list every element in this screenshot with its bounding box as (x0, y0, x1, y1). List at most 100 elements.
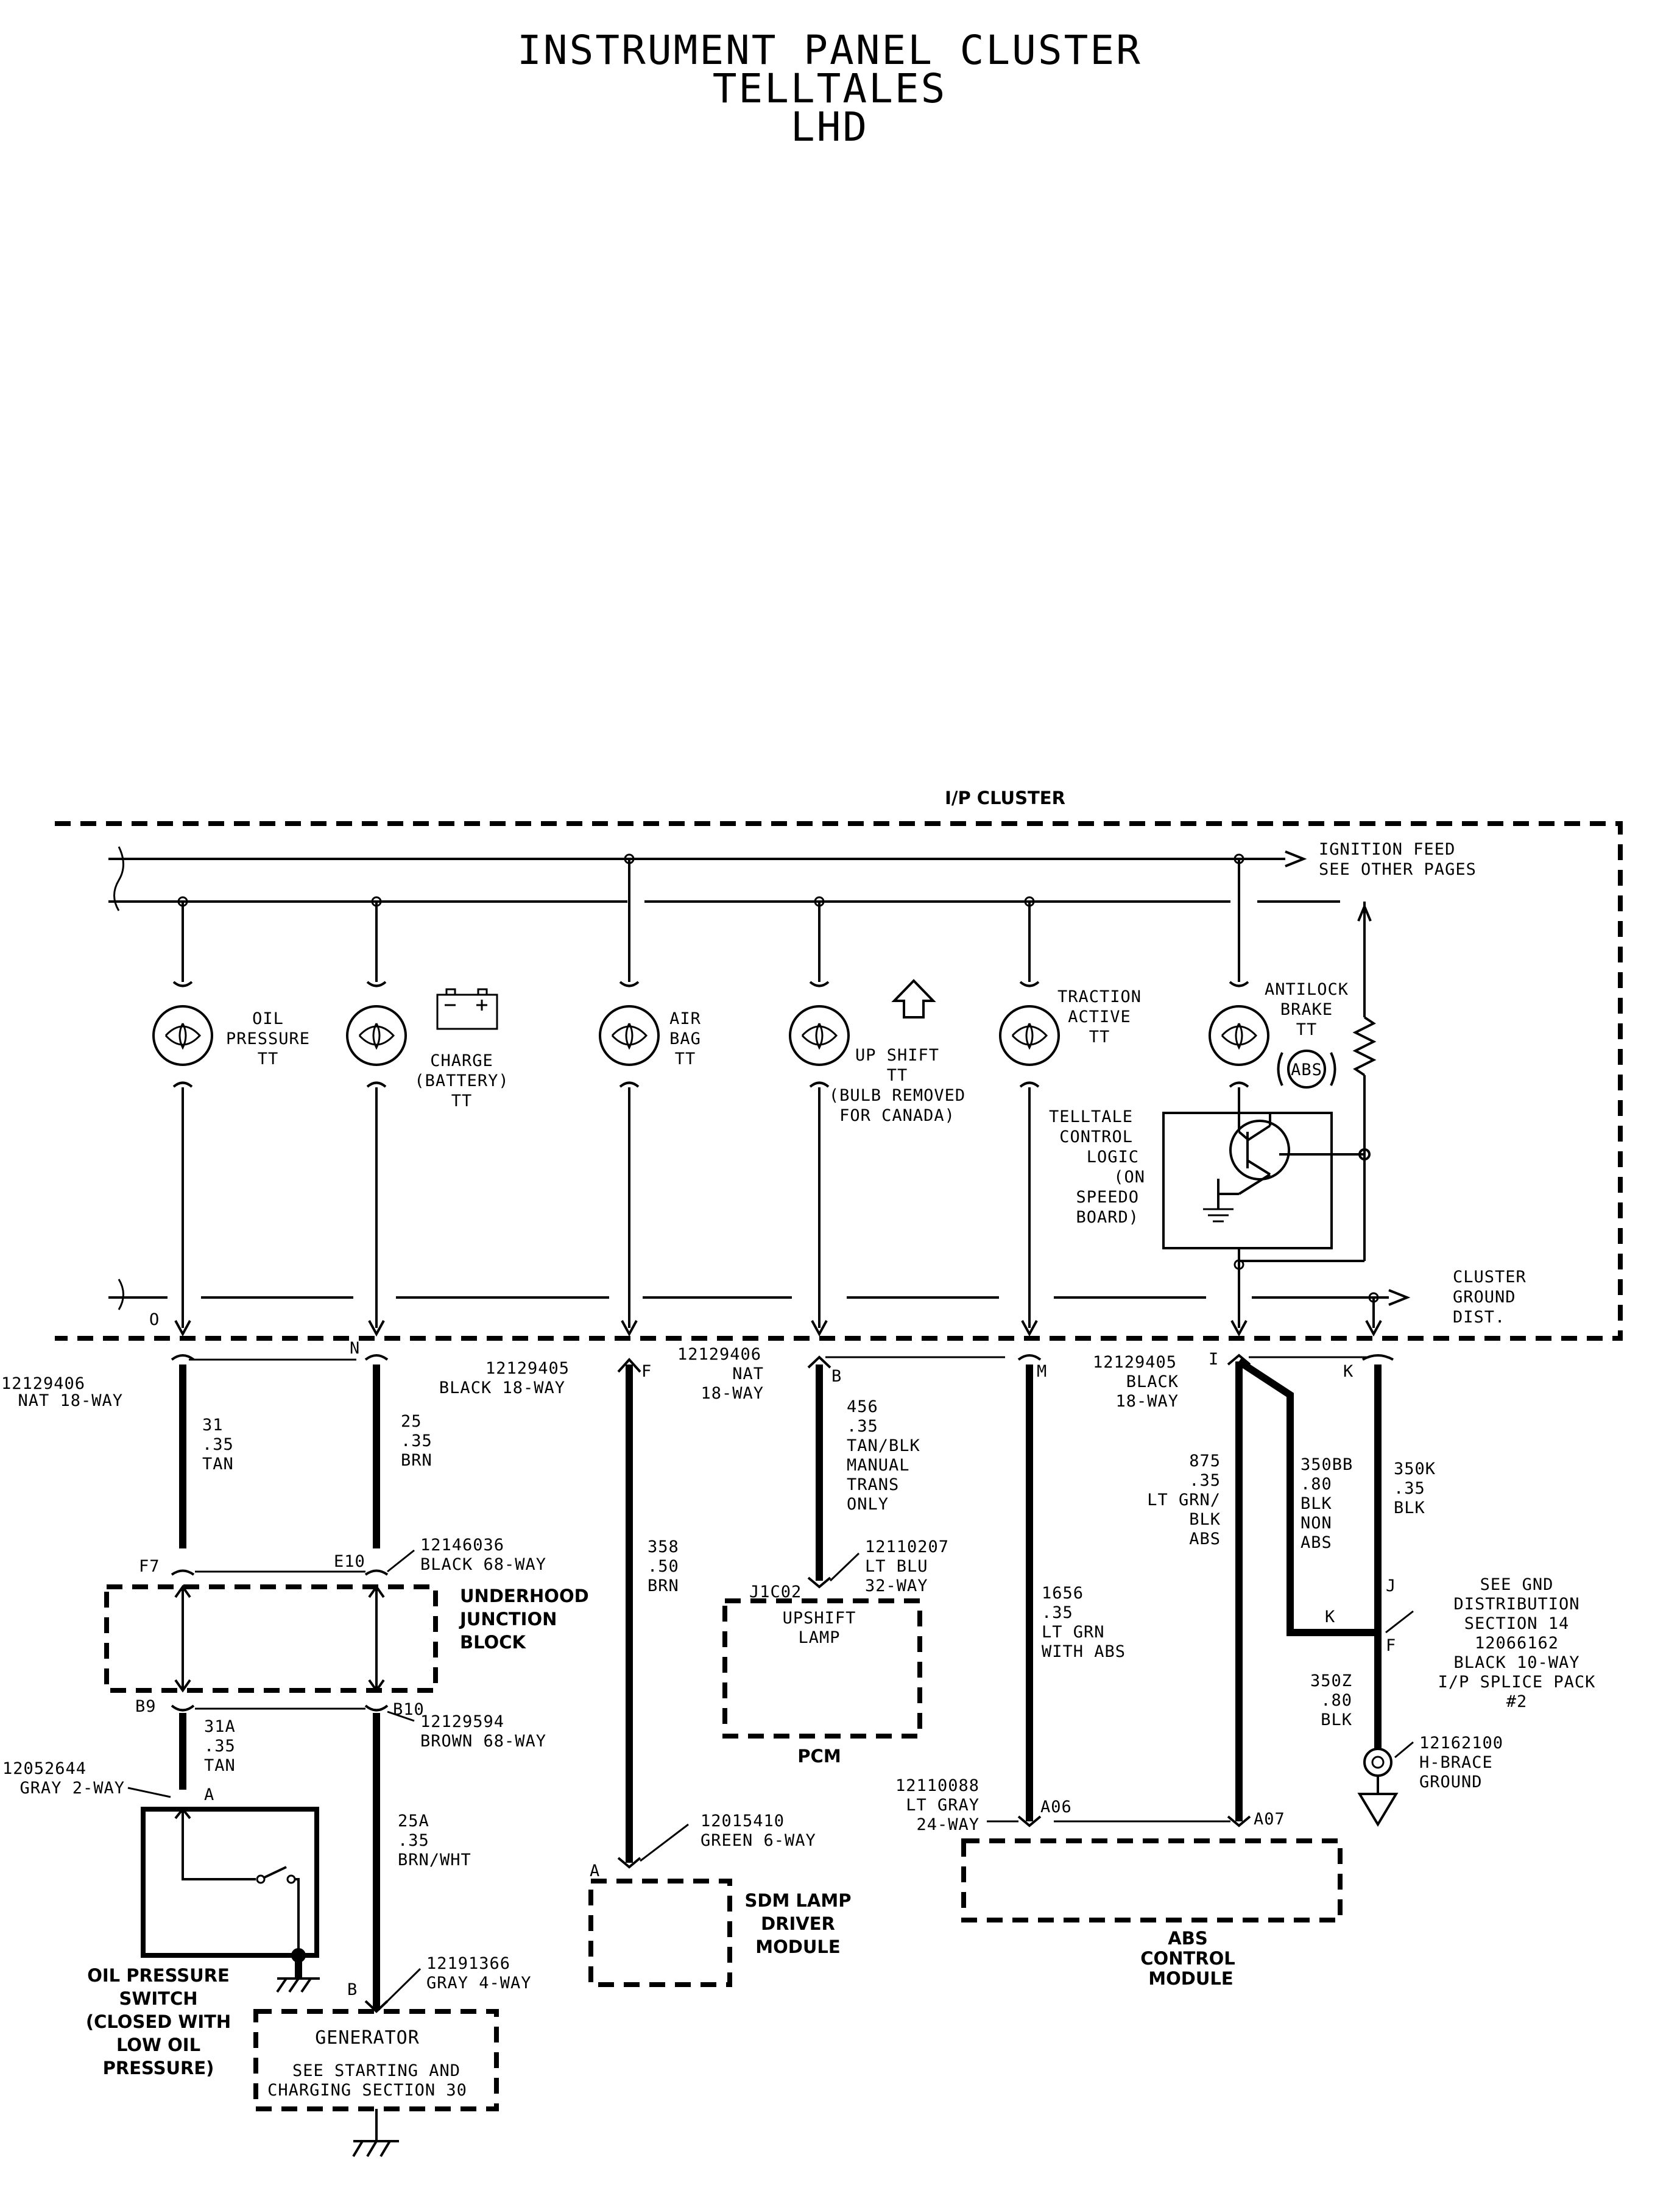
w25-1: 25 (401, 1412, 422, 1431)
abs-symbol-text: ABS (1291, 1061, 1322, 1079)
h-brace-ring-icon (1363, 1748, 1392, 1777)
generator: 25A .35 BRN/WHT 12191366 GRAY 4-WAY B GE… (253, 1713, 531, 2158)
w875-5: ABS (1189, 1530, 1221, 1548)
w350bb-3: BLK (1301, 1494, 1332, 1513)
traction-bulb (999, 1005, 1060, 1066)
c11-desc-1: LT GRAY (906, 1796, 979, 1815)
w875-2: .35 (1189, 1471, 1221, 1490)
telltale-antilock: ANTILOCK BRAKE TT ABS (1209, 859, 1348, 1113)
w350k-2: .35 (1394, 1479, 1425, 1498)
pin-a06: A06 (1040, 1798, 1072, 1816)
sdm-box (588, 1879, 732, 1987)
gnd-note-3: SECTION 14 (1464, 1614, 1570, 1633)
pcm-box (722, 1598, 922, 1739)
gnd-note-6: I/P SPLICE PACK (1438, 1673, 1596, 1692)
ip-cluster-label: I/P CLUSTER (945, 788, 1065, 808)
resistor-icon (1352, 1016, 1377, 1076)
c5-desc: BLACK 68-WAY (420, 1555, 546, 1574)
w1656-3: LT GRN (1042, 1623, 1105, 1642)
antilock-label-2: BRAKE (1280, 1000, 1333, 1019)
gnd-note-7: #2 (1506, 1692, 1528, 1711)
logic-box (1162, 1112, 1333, 1249)
sdm-label-2: DRIVER (761, 1913, 835, 1934)
sdm-label-1: SDM LAMP (745, 1890, 852, 1911)
logic-label-2: CONTROL (1059, 1128, 1133, 1146)
generator-note-1: SEE STARTING AND (292, 2061, 461, 2080)
c7-desc: GRAY 2-WAY (19, 1779, 125, 1798)
oil-switch-label-3: (CLOSED WITH (86, 2011, 231, 2032)
gnd-note-4: 12066162 (1475, 1634, 1559, 1653)
w350bb-5: ABS (1301, 1533, 1332, 1552)
underhood-box (104, 1584, 438, 1693)
w456-1: 456 (847, 1397, 878, 1416)
w350bb-1: 350BB (1301, 1455, 1353, 1474)
pin-a07: A07 (1254, 1810, 1285, 1829)
title-line-2: TELLTALES (713, 65, 947, 112)
w350z-2: .80 (1321, 1691, 1352, 1710)
abs-control-module: A06 A07 12110088 LT GRAY 24-WAY ABS CONT… (895, 1776, 1343, 1989)
oil-label-3: TT (258, 1050, 279, 1068)
w350bb-4: NON (1301, 1514, 1332, 1533)
w456-2: .35 (847, 1417, 878, 1436)
w350k-3: BLK (1394, 1499, 1425, 1517)
c11-part: 12110088 (895, 1776, 979, 1795)
telltale-traction: TRACTION ACTIVE TT (999, 902, 1142, 1337)
title-line-3: LHD (791, 104, 869, 150)
pin-a-sdm: A (590, 1862, 600, 1880)
ignition-feed-label-2: SEE OTHER PAGES (1319, 860, 1477, 879)
pin-f2: F (1386, 1636, 1396, 1655)
abs-label-2: CONTROL (1140, 1948, 1235, 1969)
w31a-3: TAN (204, 1756, 236, 1775)
w1656-1: 1656 (1042, 1584, 1084, 1603)
battery-icon (436, 988, 498, 1030)
charge-label-2: (BATTERY) (414, 1071, 509, 1090)
w25a-2: .35 (398, 1831, 429, 1850)
sdm-label-3: MODULE (755, 1936, 840, 1957)
airbag-label-1: AIR (669, 1009, 701, 1028)
pin-o: O (149, 1310, 160, 1329)
pin-k2: K (1325, 1608, 1335, 1626)
w456-5: TRANS (847, 1475, 899, 1494)
upshift-lamp-label-2: LAMP (798, 1628, 840, 1647)
w358-3: BRN (648, 1576, 679, 1595)
pin-f: F (641, 1362, 652, 1381)
w350z-3: BLK (1321, 1710, 1352, 1729)
w456-3: TAN/BLK (847, 1436, 920, 1455)
pin-n: N (350, 1339, 360, 1358)
w1656-2: .35 (1042, 1603, 1073, 1622)
w350bb-2: .80 (1301, 1475, 1332, 1494)
upshift-lamp-label-1: UPSHIFT (783, 1609, 856, 1628)
upshift-arrow-icon (891, 979, 936, 1019)
oil-switch-label-5: PRESSURE) (103, 2058, 214, 2078)
traction-label-2: ACTIVE (1068, 1008, 1131, 1026)
c4-desc-2: 18-WAY (1115, 1392, 1179, 1411)
c12-desc-1: H-BRACE (1419, 1753, 1493, 1772)
pin-m: M (1037, 1362, 1047, 1381)
traction-label-3: TT (1089, 1028, 1110, 1047)
ground-triangle-icon (1357, 1793, 1399, 1827)
ip-cluster: I/P CLUSTER IGNITION FEED SEE OTHER PAGE… (55, 788, 1623, 1341)
logic-label-5: SPEEDO (1076, 1188, 1139, 1207)
pcm-label: PCM (797, 1746, 841, 1767)
w31a-1: 31A (204, 1717, 236, 1736)
oil-bulb (152, 1005, 213, 1066)
c3-part: 12129406 (677, 1345, 761, 1364)
w1656-4: WITH ABS (1042, 1642, 1126, 1661)
w350k-1: 350K (1394, 1460, 1436, 1478)
upshift-label-3: (BULB REMOVED (829, 1086, 965, 1105)
c5-part: 12146036 (420, 1536, 504, 1555)
w31-3: TAN (202, 1455, 234, 1474)
logic-label-4: (ON (1114, 1168, 1145, 1187)
c6-desc: BROWN 68-WAY (420, 1732, 546, 1751)
pin-i: I (1209, 1350, 1219, 1369)
c12-desc-2: GROUND (1419, 1773, 1483, 1792)
oil-pressure-switch: 31A .35 TAN 12052644 GRAY 2-WAY A OIL PR… (2, 1713, 320, 2078)
diagram-title: INSTRUMENT PANEL CLUSTER TELLTALES LHD (517, 27, 1140, 150)
oil-switch-label-2: SWITCH (119, 1988, 198, 2009)
traction-label-1: TRACTION (1057, 987, 1142, 1006)
resistor-branch (1239, 902, 1377, 1262)
abs-symbol-icon: ABS (1277, 1050, 1336, 1089)
ground-dist-label-3: DIST. (1453, 1308, 1505, 1327)
w25-2: .35 (401, 1432, 432, 1450)
cluster-connectors: O N F B M I K 12129406 NAT 18-WAY 121294… (1, 1310, 1368, 1411)
